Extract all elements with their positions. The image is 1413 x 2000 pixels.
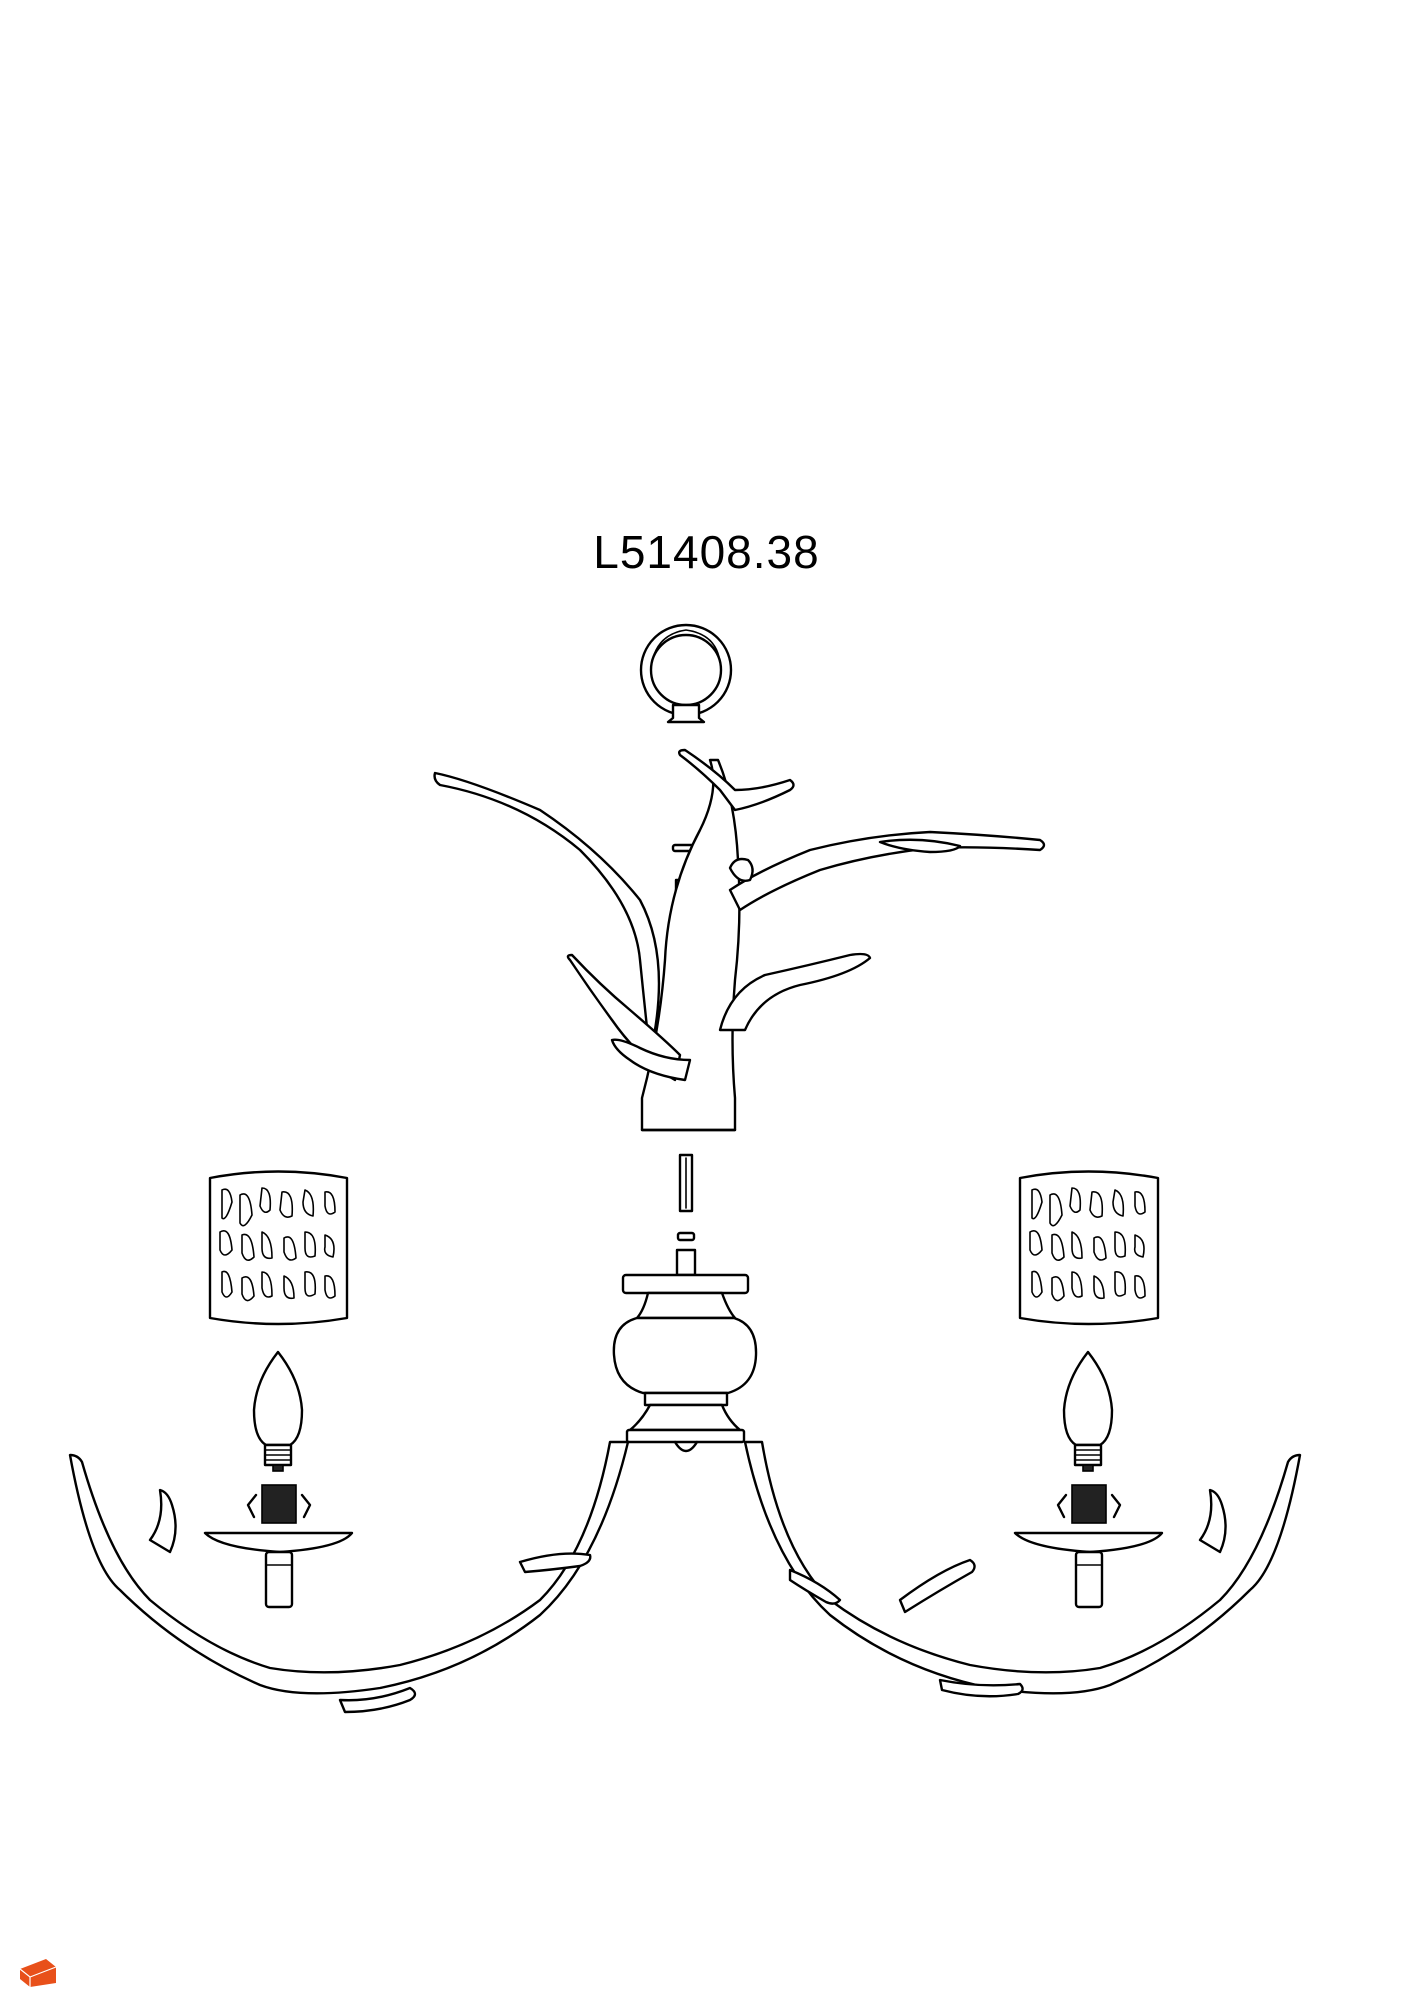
lamp-socket-icon [1013, 1484, 1164, 1609]
brand-logo-icon [19, 1959, 57, 1987]
lower-antler-arms [68, 1440, 1302, 1714]
right-lamp-assembly [1013, 1170, 1164, 1609]
glass-shade-icon [208, 1170, 349, 1326]
candle-bulb-icon [1062, 1350, 1114, 1472]
antler-arms-icon [433, 748, 1046, 1132]
left-lamp-assembly [203, 1170, 354, 1609]
lamp-socket-icon [203, 1484, 354, 1609]
glass-shade-icon [1018, 1170, 1160, 1326]
model-code-title: L51408.38 [593, 526, 820, 578]
candle-bulb-icon [252, 1350, 304, 1472]
central-body-column [612, 1273, 758, 1453]
ceiling-ring-icon [639, 623, 733, 724]
